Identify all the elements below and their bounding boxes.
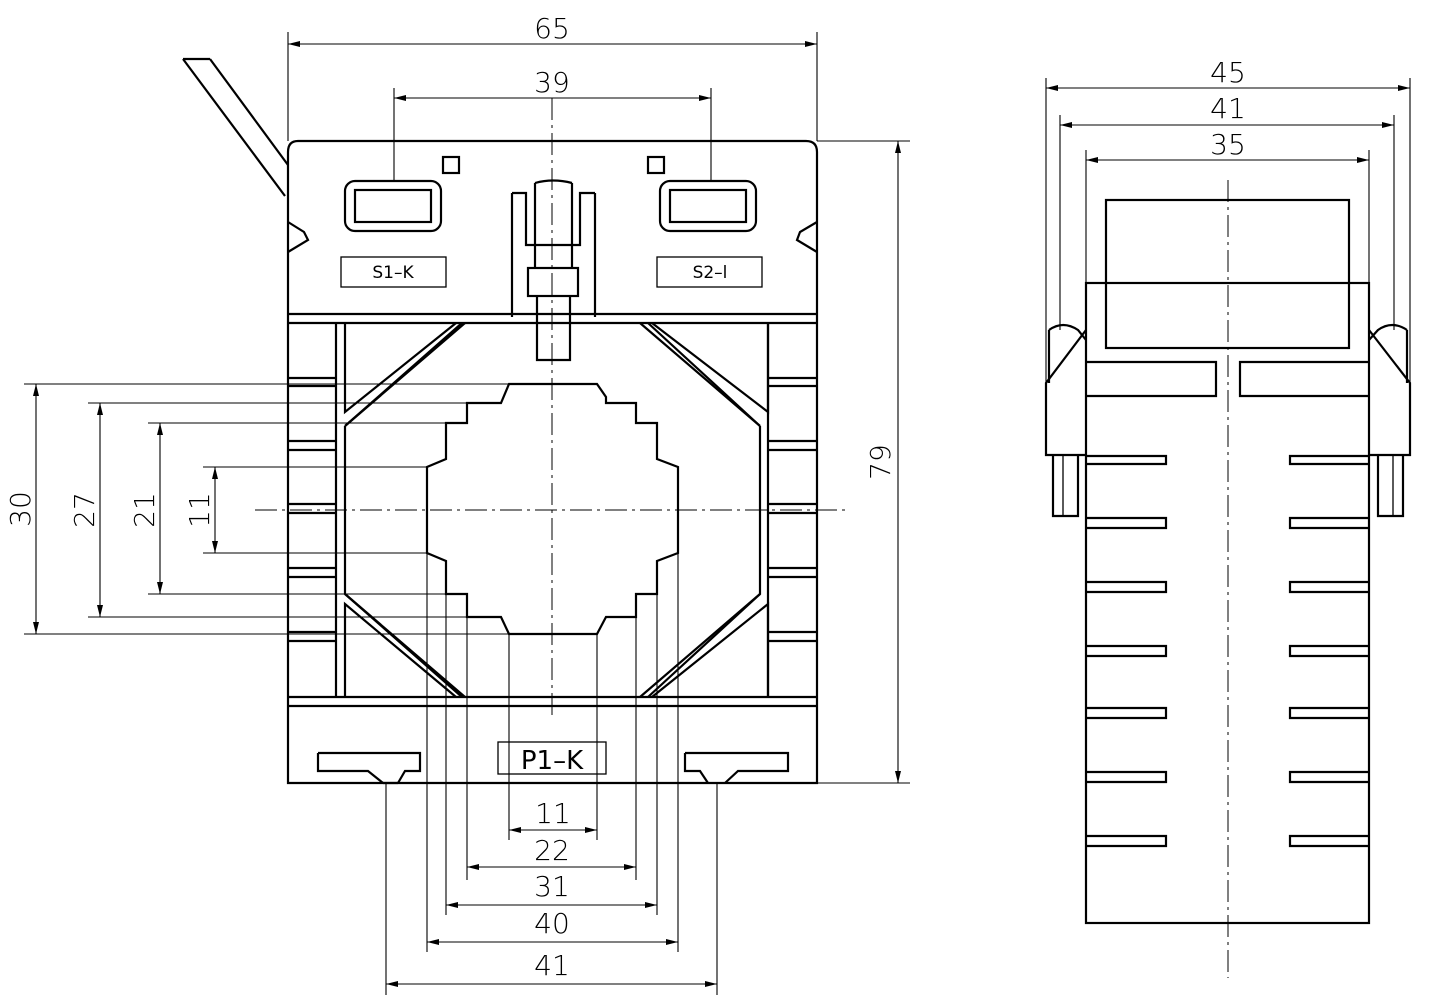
dim-side-45: 45	[1210, 56, 1246, 89]
dim-width-overall: 65	[534, 12, 570, 45]
right-notch	[795, 221, 818, 253]
dim-terminal-spacing: 39	[534, 66, 570, 99]
foot-right	[683, 751, 790, 784]
small-square-left	[441, 155, 461, 175]
central-bolt	[510, 179, 597, 362]
left-notch	[287, 221, 310, 253]
dim-b-40: 40	[534, 907, 570, 940]
dim-height-overall: 79	[864, 444, 897, 480]
dim-h-21: 21	[128, 492, 161, 528]
right-ribs	[768, 376, 817, 643]
left-ribs	[288, 376, 336, 643]
dim-side-41: 41	[1210, 92, 1246, 125]
dim-h-11: 11	[183, 492, 216, 528]
dim-h-27: 27	[68, 492, 101, 528]
foot-left	[316, 751, 422, 784]
dim-b-31: 31	[534, 870, 570, 903]
cable-lead	[182, 57, 289, 197]
dim-h-30: 30	[4, 491, 37, 527]
side-slots-left	[1086, 454, 1168, 848]
side-slots-right	[1288, 454, 1369, 848]
dim-b-41: 41	[534, 949, 570, 982]
dim-b-11: 11	[535, 797, 571, 830]
dim-side-35: 35	[1210, 128, 1246, 161]
small-square-right	[646, 155, 666, 175]
label-box-s2	[656, 256, 763, 288]
side-left-shoulder	[1044, 329, 1087, 457]
label-box-s1	[340, 256, 447, 288]
terminal-window-s1	[343, 179, 443, 233]
front-view: S1–K S2–l	[4, 12, 910, 995]
terminal-window-s2	[658, 179, 758, 233]
side-view: 45 41 35	[1044, 56, 1412, 978]
side-right-shoulder	[1368, 329, 1412, 457]
label-s1: S1–K	[372, 263, 414, 283]
label-p1: P1–K	[521, 746, 584, 776]
label-s2: S2–l	[693, 263, 728, 283]
dim-b-22: 22	[534, 834, 570, 867]
label-box-p1	[497, 741, 607, 775]
busbar-opening	[425, 382, 680, 636]
